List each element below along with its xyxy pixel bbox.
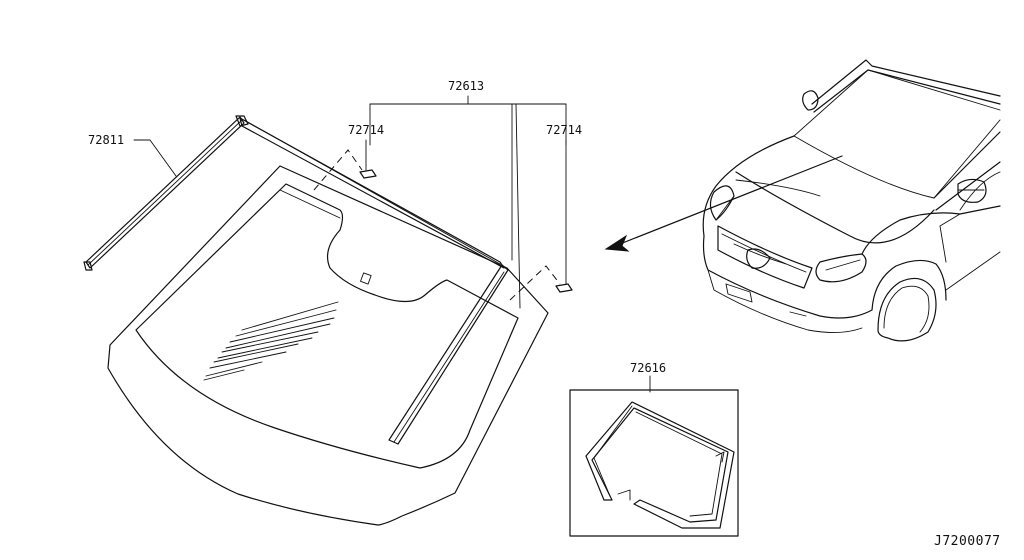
car-front-illustration <box>702 59 1001 342</box>
leader-lines <box>133 95 651 393</box>
windshield-glass <box>107 165 549 526</box>
dam-rubber-inset <box>569 389 739 537</box>
label-72616: 72616 <box>630 361 666 375</box>
label-72613: 72613 <box>448 79 484 93</box>
label-72811: 72811 <box>88 133 124 147</box>
side-molding <box>83 116 245 271</box>
clip-right <box>509 265 573 301</box>
figure-code: J7200077 <box>934 534 1001 549</box>
label-72714-right: 72714 <box>546 123 582 137</box>
location-arrow <box>604 155 843 252</box>
glass-reflection-lines <box>203 301 339 381</box>
part-labels: 72811 72613 72714 72714 72616 <box>88 79 666 375</box>
top-molding <box>235 115 509 445</box>
clip-left <box>313 149 377 191</box>
label-72714-left: 72714 <box>348 123 384 137</box>
